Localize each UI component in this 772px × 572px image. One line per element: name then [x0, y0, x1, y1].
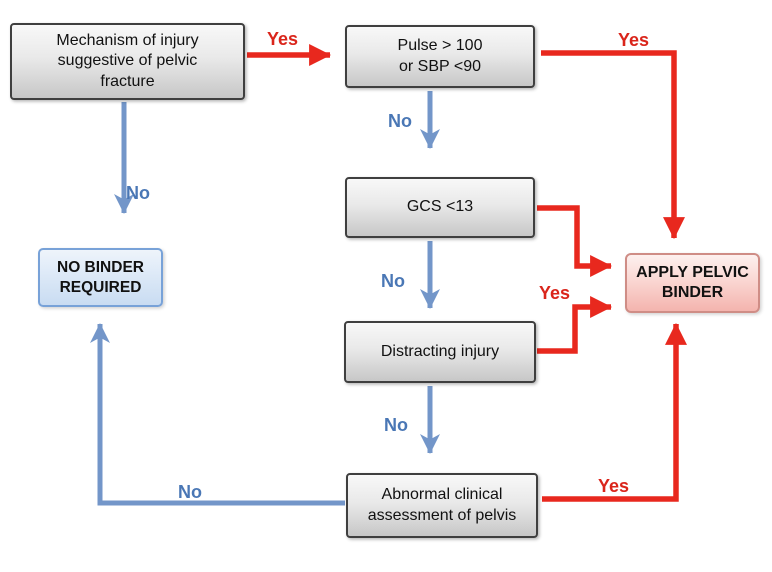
edge-label-gcs-distracting-yes: Yes: [539, 283, 571, 303]
edge-label-mechanism-no: No: [126, 183, 150, 203]
edge-label-mechanism-yes: Yes: [267, 29, 299, 49]
edge-label-gcs-no: No: [381, 271, 405, 291]
node-no-binder-required: NO BINDER REQUIRED: [38, 248, 163, 307]
arrow-gcs-to-apply-yes: [537, 205, 613, 277]
edge-label-pulse-yes: Yes: [618, 30, 650, 50]
node-abnormal-assessment: Abnormal clinical assessment of pelvis: [346, 473, 538, 538]
edge-label-abnormal-no: No: [178, 482, 202, 502]
node-mechanism-of-injury: Mechanism of injury suggestive of pelvic…: [10, 23, 245, 100]
arrow-distracting-to-apply-yes: [537, 296, 613, 354]
arrow-pulse-to-apply-yes: [541, 50, 685, 240]
edge-label-distracting-no: No: [384, 415, 408, 435]
arrow-abnormal-to-apply-yes: [542, 322, 687, 502]
node-pulse-sbp: Pulse > 100 or SBP <90: [345, 25, 535, 88]
node-apply-pelvic-binder: APPLY PELVIC BINDER: [625, 253, 760, 313]
node-gcs: GCS <13: [345, 177, 535, 238]
edge-label-pulse-no: No: [388, 111, 412, 131]
edge-label-abnormal-yes: Yes: [598, 476, 630, 496]
arrow-abnormal-to-nobinder-no: [90, 322, 345, 506]
node-distracting-injury: Distracting injury: [344, 321, 536, 383]
